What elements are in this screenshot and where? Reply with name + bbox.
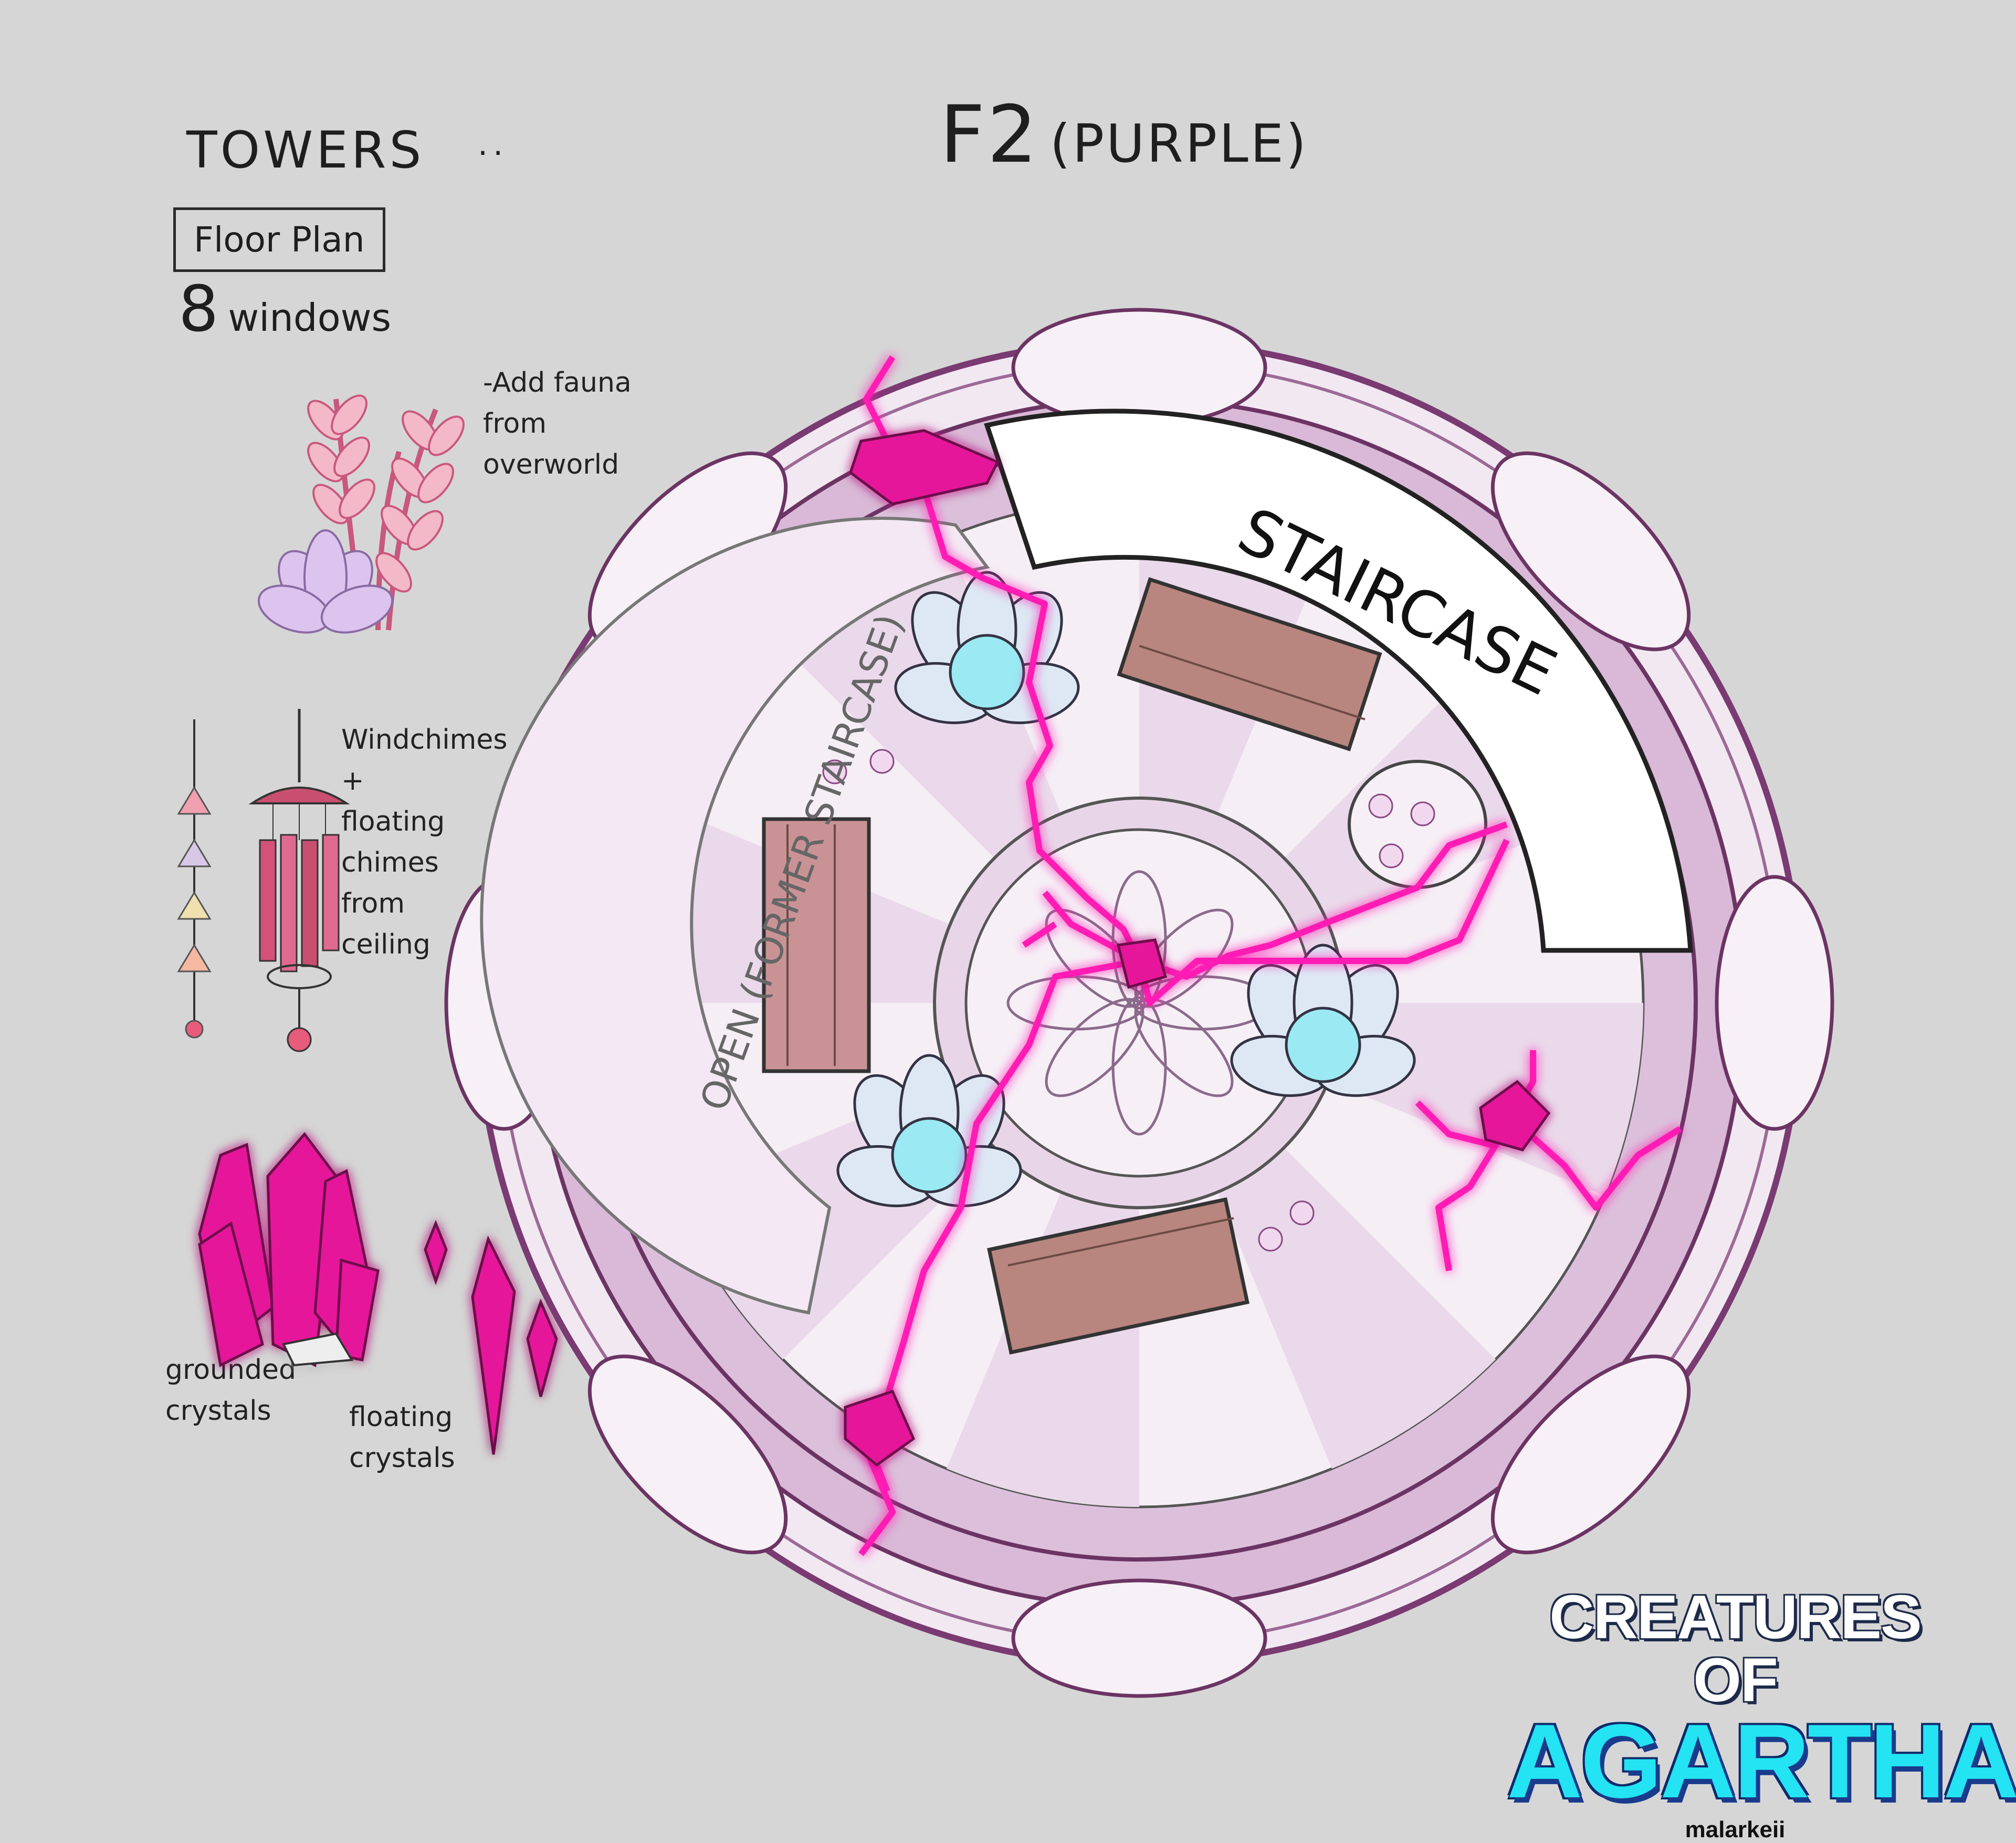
bench-top: [1117, 577, 1382, 751]
staircase-area: [984, 409, 1693, 953]
game-logo: CREATURES OF AGARTHA malarkeii: [1507, 1583, 2016, 1843]
window-arches: [444, 308, 1834, 1698]
floor-flowers: [822, 749, 1435, 1252]
windchime-sketch: [248, 709, 350, 1052]
bench-left: [762, 817, 871, 1073]
floating-crystals-note: floating crystals: [349, 1401, 455, 1474]
tower-plan: STAIRCASE OPEN (FORMER STAIRCASE): [444, 308, 1834, 1698]
vein-crystals: [844, 429, 1551, 1467]
windchimes-note: Windchimes + floating chimes from ceilin…: [341, 724, 508, 960]
logo-line2: AGARTHA: [1507, 1703, 2016, 1820]
lotus-light-3: [836, 1054, 1022, 1208]
page-title: F2(PURPLE): [940, 89, 1308, 181]
fauna-sketch: [257, 394, 465, 634]
fauna-note: -Add fauna from overworld: [483, 367, 632, 480]
title-color: (PURPLE): [1049, 113, 1308, 174]
artist-credit: malarkeii: [1685, 1817, 1786, 1842]
windows-label: windows: [228, 296, 392, 340]
hanging-chime-strand: [177, 719, 212, 1039]
section-mark: ..: [478, 126, 509, 163]
windows-count: 8: [178, 273, 219, 346]
lotus-light-2: [1230, 944, 1416, 1097]
title-floor: F2: [940, 89, 1040, 181]
grounded-crystals-sketch: [198, 1132, 380, 1367]
floor-plan-drawing: STAIRCASE OPEN (FORMER STAIRCASE): [177, 308, 1834, 1698]
logo-line1: CREATURES OF: [1549, 1583, 1922, 1715]
floor-plan-box: Floor Plan: [173, 207, 385, 272]
open-former-staircase-area: [480, 517, 990, 1315]
bench-bottom: [987, 1197, 1250, 1355]
center-flower-motif: [1006, 870, 1272, 1136]
floating-crystals-sketch: [424, 1220, 558, 1455]
section-title: TOWERS: [186, 121, 425, 180]
